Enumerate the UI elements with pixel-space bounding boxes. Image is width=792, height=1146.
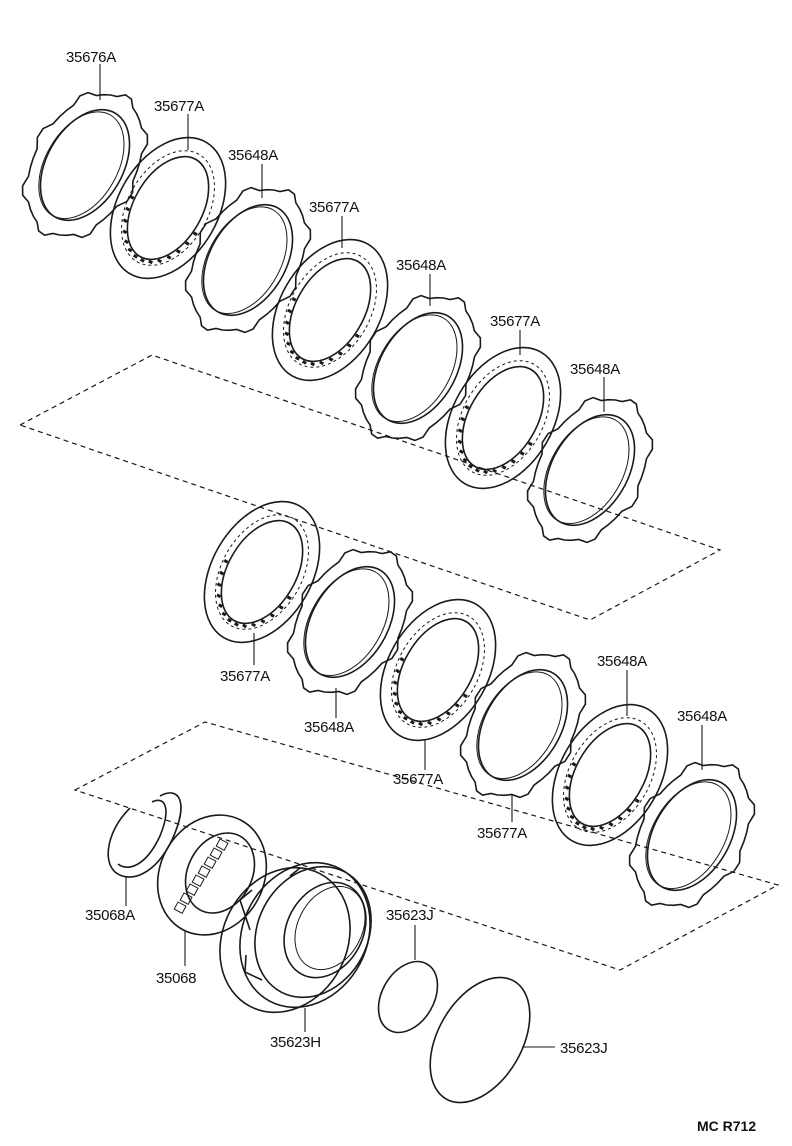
diagram-code: MC R712	[697, 1118, 756, 1134]
label-part-16: 35623H	[270, 1034, 321, 1051]
part-35648A-clutch-plate	[286, 548, 414, 696]
label-part-13: 35648A	[677, 708, 727, 725]
label-part-4: 35677A	[309, 199, 359, 216]
part-35623H-piston	[219, 861, 372, 1014]
label-part-7: 35648A	[570, 361, 620, 378]
clutch-pack-lower-enclosure	[73, 721, 780, 971]
label-part-12: 35677A	[477, 825, 527, 842]
part-35677A-clutch-disc	[444, 346, 562, 490]
part-35623J-large-o-ring	[429, 976, 531, 1104]
label-part-6: 35677A	[490, 313, 540, 330]
part-35623J-small-o-ring	[377, 960, 439, 1034]
label-part-18: 35623J	[560, 1040, 607, 1057]
part-35068-spring-retainer	[156, 814, 268, 936]
leader-lines	[99, 64, 703, 1048]
part-35068A-snap-ring	[107, 792, 182, 878]
label-part-15: 35068	[156, 970, 196, 987]
label-part-1: 35676A	[66, 49, 116, 66]
label-part-3: 35648A	[228, 147, 278, 164]
label-part-11: 35648A	[597, 653, 647, 670]
label-part-2: 35677A	[154, 98, 204, 115]
part-35677A-clutch-disc	[271, 238, 389, 382]
clutch-pack-upper-enclosure	[18, 354, 722, 621]
part-35676A-drive-plate	[21, 91, 149, 239]
label-part-17: 35623J	[386, 907, 433, 924]
label-part-9: 35648A	[304, 719, 354, 736]
label-part-5: 35648A	[396, 257, 446, 274]
part-35648A-clutch-plate	[354, 294, 482, 442]
part-35677A-clutch-disc	[379, 598, 497, 742]
part-35677A-clutch-disc	[109, 136, 227, 280]
part-35648A-clutch-plate	[628, 761, 756, 909]
label-part-8: 35677A	[220, 668, 270, 685]
part-35648A-clutch-plate	[184, 186, 312, 334]
label-part-14: 35068A	[85, 907, 135, 924]
part-35677A-clutch-disc	[203, 500, 321, 644]
part-35648A-clutch-plate	[526, 396, 654, 544]
part-35677A-clutch-disc	[551, 703, 669, 847]
label-part-10: 35677A	[393, 771, 443, 788]
part-35648A-clutch-plate	[459, 651, 587, 799]
